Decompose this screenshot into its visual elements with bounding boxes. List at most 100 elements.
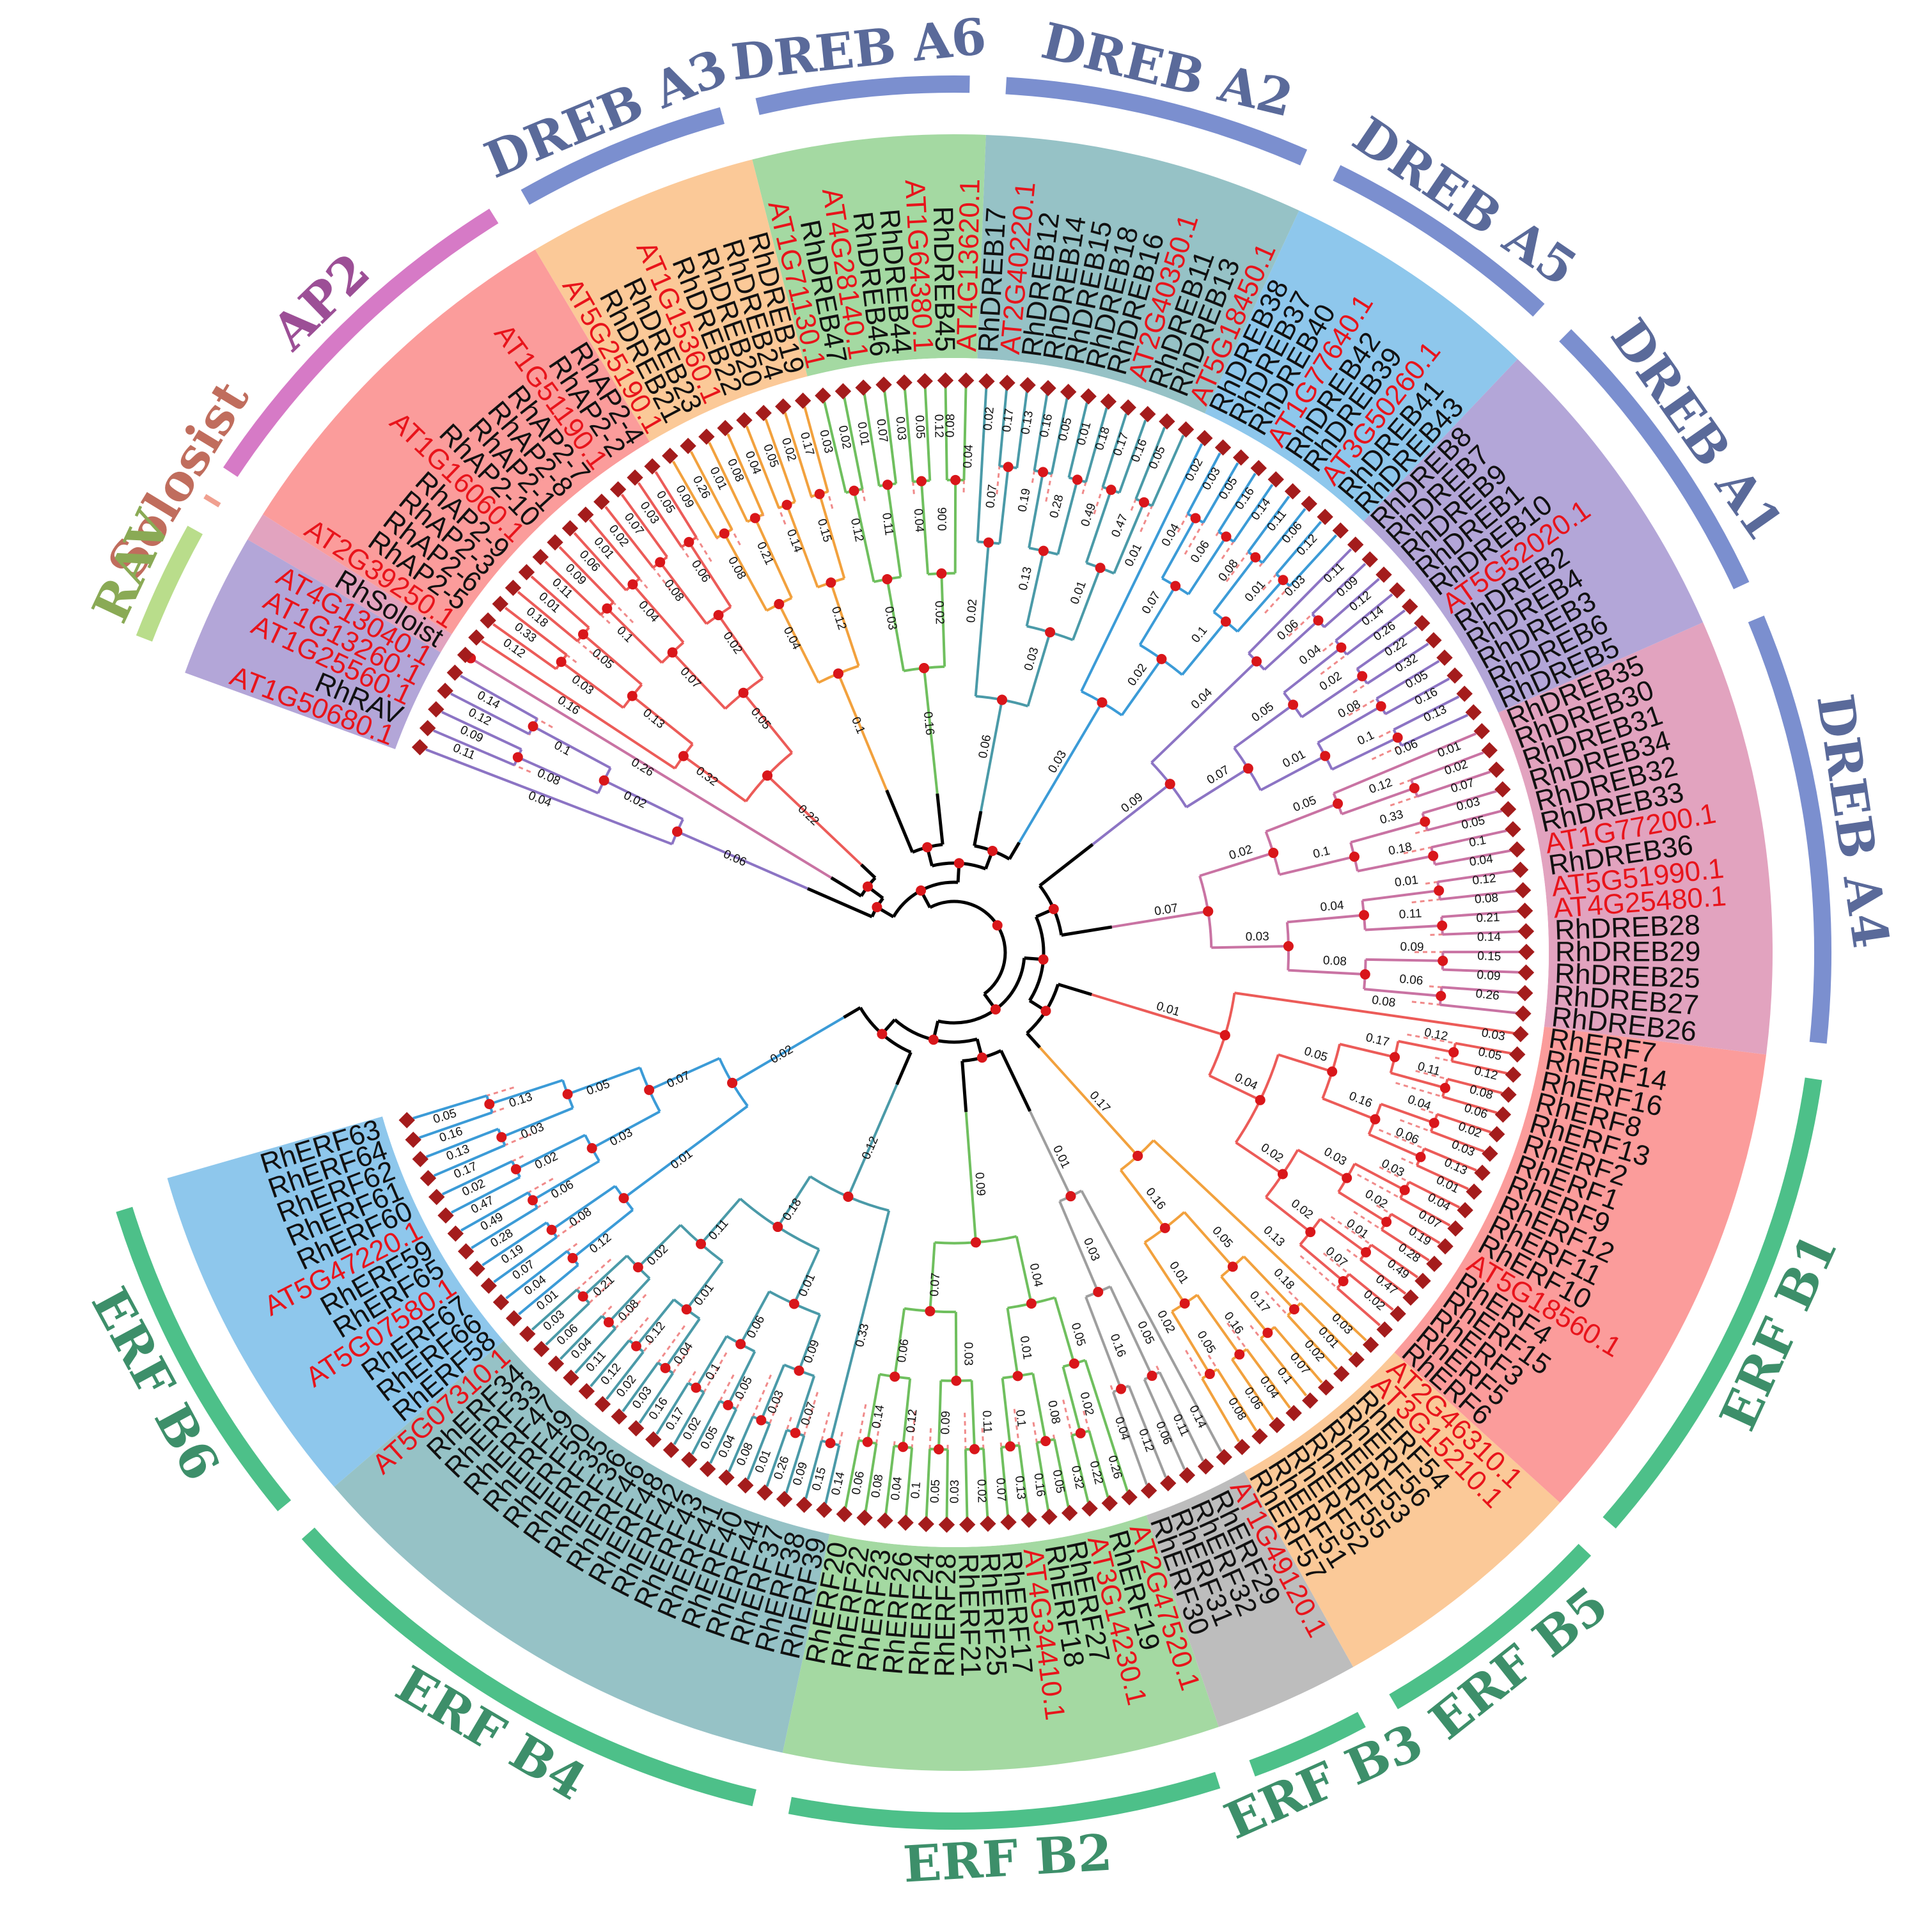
branch [1411, 751, 1484, 781]
branch [1028, 1110, 1072, 1197]
internal-node [1234, 1349, 1245, 1360]
rose-gene-label: RhERF25 [974, 1552, 1012, 1677]
sector-dreb-a5 [1205, 210, 1518, 522]
branch-length-label: 0.04 [911, 508, 927, 533]
branch [976, 387, 988, 542]
internal-node [719, 528, 730, 539]
branch [1017, 1445, 1030, 1514]
internal-node [1069, 1358, 1079, 1369]
branch [1366, 643, 1429, 685]
branch [723, 533, 768, 612]
internal-node [1048, 903, 1059, 914]
branch-length-label: 0.08 [1474, 891, 1498, 907]
branch [1436, 1112, 1491, 1133]
branch [1247, 495, 1290, 553]
branch [1423, 1147, 1477, 1172]
branch [1088, 1430, 1109, 1498]
branch [573, 532, 627, 591]
internal-node [1190, 513, 1201, 524]
branch [852, 490, 875, 582]
branch [460, 1191, 529, 1232]
branch-length-label: 0.12 [1471, 872, 1496, 888]
branch [1120, 658, 1163, 716]
clade-outer-rings [116, 75, 1831, 1830]
ring-erf-b6 [116, 1206, 292, 1511]
branch [517, 756, 599, 795]
internal-node [950, 474, 961, 485]
leaf-tip-diamond [468, 629, 485, 646]
internal-node [987, 845, 998, 856]
branch [778, 603, 820, 683]
branch [1455, 1041, 1512, 1055]
sector-dreb-a2 [977, 134, 1299, 414]
internal-node [696, 1238, 707, 1249]
branch [532, 725, 611, 769]
branch [654, 471, 698, 538]
branch-length-label: 0.02 [964, 598, 980, 623]
branch [1028, 472, 1045, 549]
branch [998, 389, 1008, 467]
branch [1357, 854, 1434, 873]
branch [551, 1185, 616, 1231]
branch-length-label: 0.03 [961, 1342, 975, 1366]
internal-node [1026, 1298, 1037, 1309]
internal-node [1381, 1217, 1392, 1227]
internal-node [1203, 906, 1214, 917]
branch-length-label: 0.03 [893, 416, 908, 441]
branch [760, 1364, 785, 1421]
branch [766, 774, 863, 866]
internal-node [1250, 552, 1261, 563]
branch [582, 1254, 628, 1298]
branch [937, 1380, 943, 1450]
branch [1161, 517, 1197, 579]
internal-node [1357, 671, 1368, 682]
internal-node [1164, 779, 1175, 790]
branch [1287, 1314, 1338, 1370]
internal-node [723, 1399, 733, 1410]
branch [1365, 958, 1443, 962]
internal-node [814, 488, 825, 499]
leaf-tip-diamond [1362, 1336, 1379, 1353]
ring-ap2 [223, 208, 499, 478]
branch [691, 1400, 721, 1455]
branch [1381, 1228, 1430, 1262]
branch [622, 1362, 659, 1412]
internal-node [1336, 642, 1347, 653]
branch [1101, 413, 1128, 488]
internal-node [1439, 1082, 1450, 1093]
branch [1109, 1286, 1154, 1376]
branch-length-label: 0.02 [932, 600, 946, 625]
leaf-tip-diamond [577, 506, 594, 523]
branch [1018, 701, 1104, 843]
internal-node [1072, 474, 1083, 485]
branch [1430, 1130, 1485, 1153]
branch [559, 1315, 604, 1360]
branch [1143, 1378, 1186, 1470]
branch [694, 1335, 728, 1389]
branch [1056, 479, 1079, 555]
group-label: DREB A3 [477, 38, 735, 190]
internal-node [627, 690, 638, 701]
internal-node [882, 479, 893, 490]
branch [1375, 660, 1440, 700]
branch [1430, 829, 1507, 849]
branch-length-label: 0.01 [1394, 873, 1419, 890]
branch [823, 401, 847, 493]
internal-node [1437, 920, 1448, 931]
branch [1119, 1169, 1166, 1229]
branch [999, 1050, 1031, 1112]
internal-node [1132, 1151, 1143, 1162]
branch [1006, 1307, 1019, 1376]
branch [672, 460, 718, 539]
branch [1070, 1435, 1090, 1503]
branch [860, 863, 877, 879]
branch [567, 1066, 641, 1096]
branch [1261, 508, 1306, 564]
internal-node [1370, 1114, 1381, 1125]
internal-node [1003, 462, 1014, 472]
branch [1111, 1391, 1148, 1485]
leaf-tip-diamond [505, 579, 522, 596]
ring-erf-b2 [788, 1772, 1221, 1830]
leaf-tip-diamond [492, 595, 509, 612]
branch [582, 633, 643, 686]
